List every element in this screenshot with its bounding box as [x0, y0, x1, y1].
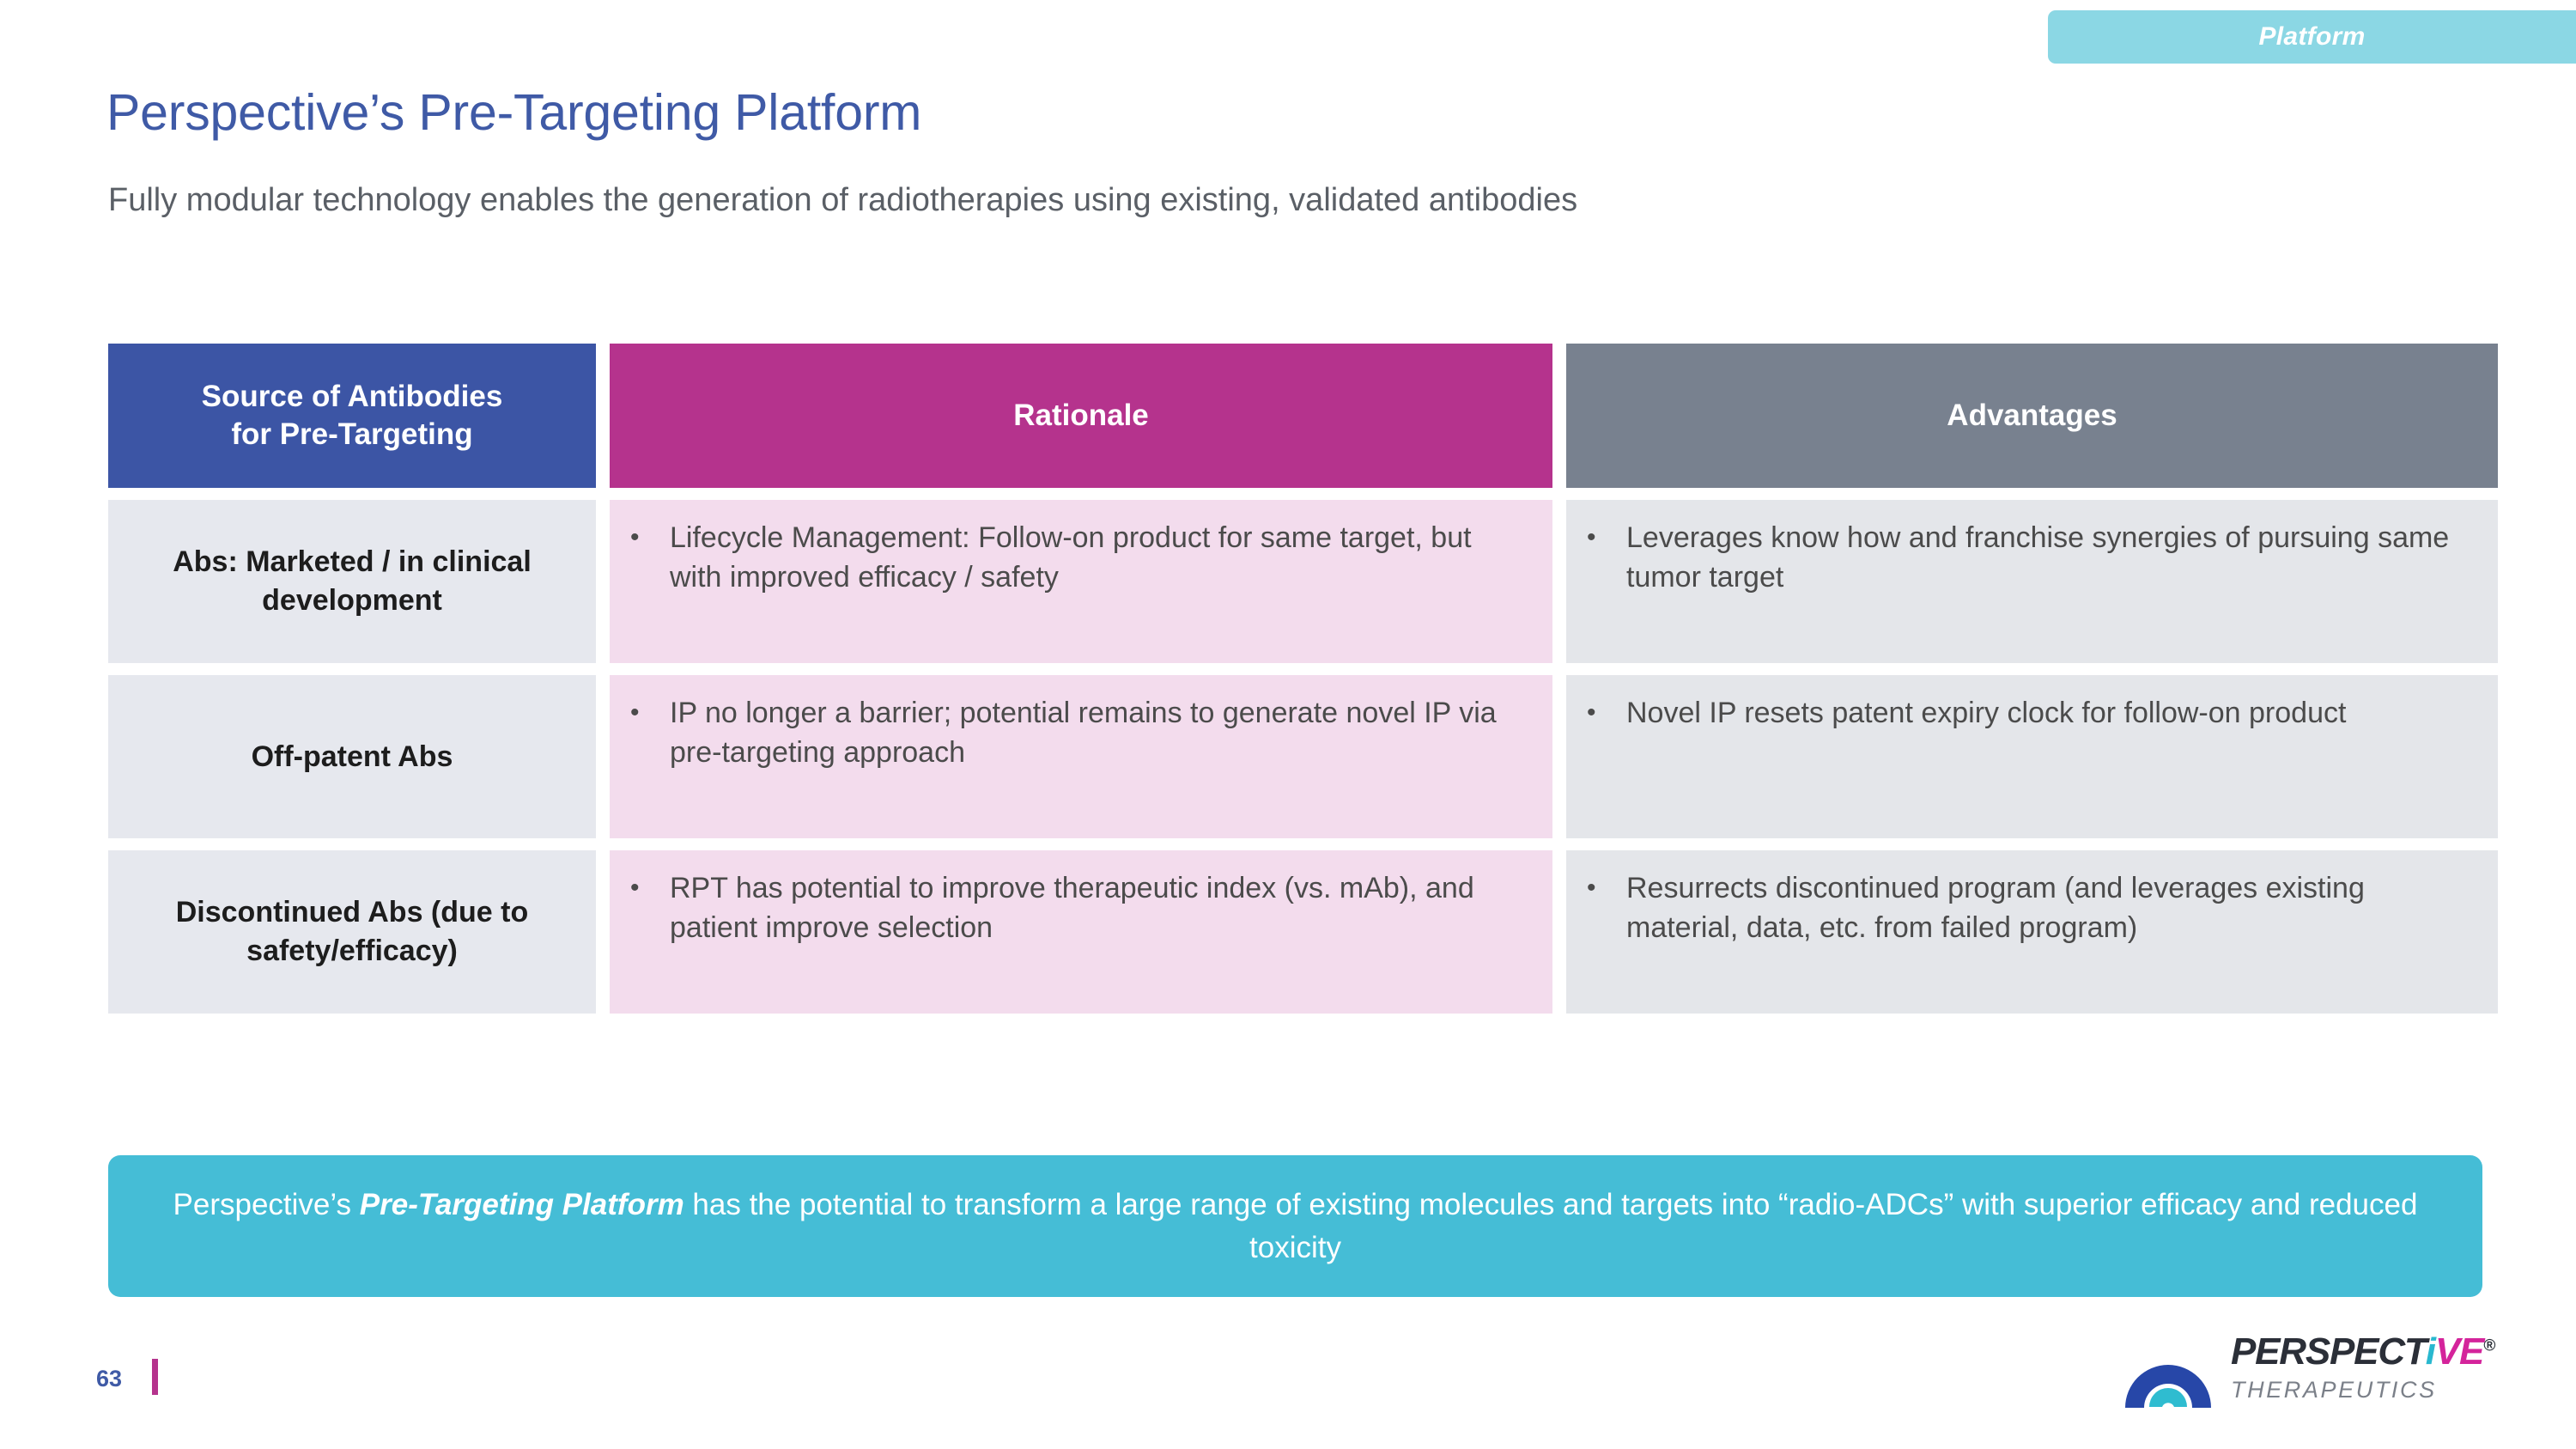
list-item: • IP no longer a barrier; potential rema… — [630, 694, 1530, 772]
registered-trademark-icon: ® — [2483, 1336, 2496, 1355]
row-3-rationale: • RPT has potential to improve therapeut… — [610, 850, 1552, 1014]
list-item: • Leverages know how and franchise syner… — [1587, 519, 2476, 597]
bullet-dot-icon: • — [630, 523, 640, 551]
page-number-divider — [152, 1359, 158, 1395]
list-item: • Lifecycle Management: Follow-on produc… — [630, 519, 1530, 597]
list-item: • Novel IP resets patent expiry clock fo… — [1587, 694, 2476, 734]
page-title: Perspective’s Pre-Targeting Platform — [106, 84, 922, 141]
bullet-dot-icon: • — [1587, 698, 1596, 727]
callout-prefix: Perspective’s — [173, 1187, 360, 1221]
bullet-dot-icon: • — [1587, 523, 1596, 551]
table-row: Discontinued Abs (due to safety/efficacy… — [108, 850, 2498, 1014]
logo-wordmark: PERSPECTiVE® THERAPEUTICS — [2231, 1333, 2495, 1403]
row-2-advantages: • Novel IP resets patent expiry clock fo… — [1566, 675, 2498, 838]
company-logo: PERSPECTiVE® THERAPEUTICS — [2121, 1333, 2524, 1423]
bullet-dot-icon: • — [630, 698, 640, 727]
row-2-advantages-text: Novel IP resets patent expiry clock for … — [1626, 697, 2347, 729]
row-1-advantages: • Leverages know how and franchise syner… — [1566, 500, 2498, 663]
column-header-source-line1: Source of Antibodies — [201, 380, 503, 414]
list-item: • RPT has potential to improve therapeut… — [630, 869, 1530, 947]
list-item: • Resurrects discontinued program (and l… — [1587, 869, 2476, 947]
row-1-rationale: • Lifecycle Management: Follow-on produc… — [610, 500, 1552, 663]
row-3-advantages: • Resurrects discontinued program (and l… — [1566, 850, 2498, 1014]
logo-word-main: PERSPECT — [2231, 1330, 2427, 1373]
row-2-rationale-text: IP no longer a barrier; potential remain… — [670, 697, 1497, 769]
platform-badge-label: Platform — [2258, 22, 2366, 51]
logo-word-ve: VE — [2434, 1330, 2485, 1373]
logo-word: PERSPECTiVE® — [2231, 1333, 2495, 1371]
column-header-source: Source of Antibodies for Pre-Targeting — [108, 344, 596, 488]
logo-word-i: i — [2425, 1330, 2436, 1373]
row-1-rationale-text: Lifecycle Management: Follow-on product … — [670, 521, 1472, 594]
platform-badge: Platform — [2048, 10, 2576, 64]
table-header-row: Source of Antibodies for Pre-Targeting R… — [108, 344, 2498, 488]
perspective-arch-icon — [2121, 1335, 2215, 1410]
table-row: Abs: Marketed / in clinical development … — [108, 500, 2498, 663]
page-number: 63 — [96, 1366, 123, 1391]
bullet-dot-icon: • — [1587, 874, 1596, 902]
callout-suffix: has the potential to transform a large r… — [683, 1187, 2418, 1264]
column-header-rationale: Rationale — [610, 344, 1552, 488]
summary-callout: Perspective’s Pre-Targeting Platform has… — [108, 1155, 2482, 1297]
row-3-source: Discontinued Abs (due to safety/efficacy… — [108, 850, 596, 1014]
row-3-advantages-text: Resurrects discontinued program (and lev… — [1626, 872, 2365, 944]
row-3-rationale-text: RPT has potential to improve therapeutic… — [670, 872, 1474, 944]
bullet-dot-icon: • — [630, 874, 640, 902]
row-2-source: Off-patent Abs — [108, 675, 596, 838]
column-header-source-line2: for Pre-Targeting — [231, 417, 473, 451]
column-header-advantages: Advantages — [1566, 344, 2498, 488]
callout-emphasis: Pre-Targeting Platform — [359, 1187, 684, 1221]
row-1-advantages-text: Leverages know how and franchise synergi… — [1626, 521, 2450, 594]
row-2-rationale: • IP no longer a barrier; potential rema… — [610, 675, 1552, 838]
logo-subtitle: THERAPEUTICS — [2231, 1377, 2437, 1403]
comparison-table: Source of Antibodies for Pre-Targeting R… — [108, 344, 2498, 1026]
page-subtitle: Fully modular technology enables the gen… — [108, 182, 1578, 218]
table-row: Off-patent Abs • IP no longer a barrier;… — [108, 675, 2498, 838]
row-1-source: Abs: Marketed / in clinical development — [108, 500, 596, 663]
